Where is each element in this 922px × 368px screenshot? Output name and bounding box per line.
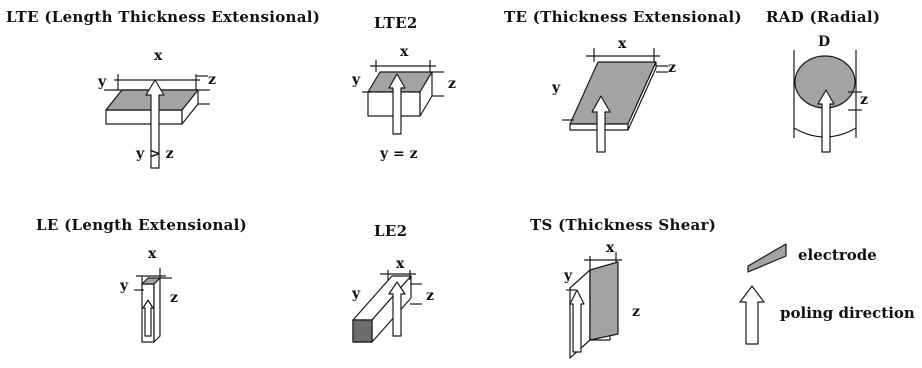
lte2-poling-arrow — [388, 73, 406, 135]
ts-z-label: z — [632, 304, 640, 320]
legend-shapes — [739, 243, 787, 345]
lte2-title: LTE2 — [374, 14, 418, 32]
lte2-condition: y = z — [380, 146, 418, 162]
rad-z-label: z — [860, 92, 868, 108]
lte2-x-label: x — [400, 44, 409, 60]
rad-poling-arrow — [817, 89, 835, 153]
lte2-y-label: y — [352, 72, 361, 88]
lte-poling-arrow — [145, 79, 165, 169]
ts-title: TS (Thickness Shear) — [530, 216, 717, 234]
te-x-label: x — [618, 36, 627, 52]
le2-y-label: y — [352, 286, 361, 302]
lte-title: LTE (Length Thickness Extensional) — [6, 8, 321, 26]
rad-d-label: D — [818, 34, 831, 50]
lte-condition: y > z — [136, 146, 174, 162]
te-poling-arrow — [591, 95, 611, 153]
le2-title: LE2 — [374, 222, 408, 240]
ts-y-label: y — [564, 268, 573, 284]
le2-z-label: z — [426, 288, 434, 304]
rad-title: RAD (Radial) — [766, 8, 881, 26]
te-element — [562, 48, 668, 153]
le2-x-label: x — [396, 256, 405, 272]
le-y-label: y — [120, 278, 129, 294]
le-title: LE (Length Extensional) — [36, 216, 248, 234]
electrode-legend-label: electrode — [798, 246, 877, 264]
le-z-label: z — [170, 290, 178, 306]
ts-element — [566, 252, 622, 359]
le2-electrode — [352, 319, 373, 343]
lte-z-label: z — [208, 72, 216, 88]
te-z-label: z — [668, 60, 676, 76]
poling-legend-arrow — [739, 285, 765, 345]
lte2-element — [362, 60, 444, 135]
lte-x-label: x — [154, 48, 163, 64]
lte-element — [104, 74, 210, 169]
le2-element — [352, 270, 422, 343]
lte-y-label: y — [98, 74, 107, 90]
te-title: TE (Thickness Extensional) — [504, 8, 742, 26]
le-element — [134, 268, 172, 343]
ts-x-label: x — [606, 240, 615, 256]
le2-poling-arrow — [388, 281, 406, 337]
lte2-z-label: z — [448, 76, 456, 92]
ts-poling-arrow — [569, 289, 585, 353]
electrode-legend-swatch — [747, 243, 787, 273]
poling-legend-label: poling direction — [780, 304, 915, 322]
te-y-label: y — [552, 80, 561, 96]
le-x-label: x — [148, 246, 157, 262]
ts-electrode — [589, 261, 619, 341]
rad-element — [793, 50, 862, 153]
le-poling-arrow — [142, 299, 154, 337]
